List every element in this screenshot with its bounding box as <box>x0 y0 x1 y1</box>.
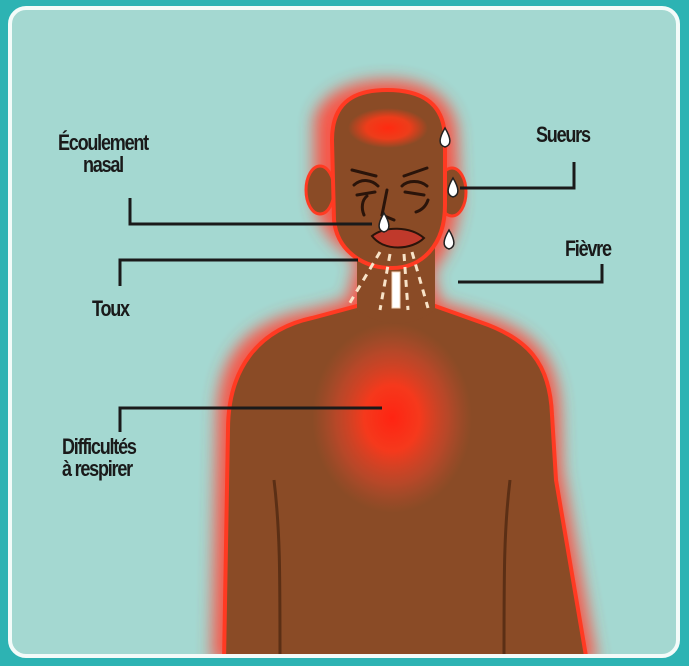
breathing-line-2: à respirer <box>62 458 136 480</box>
sweats-label: Sueurs <box>536 124 590 146</box>
human-figure-diagram <box>12 10 680 658</box>
fever-label: Fièvre <box>565 238 611 260</box>
fever-leader <box>458 264 602 282</box>
forehead-fever-spot <box>348 108 428 148</box>
sweats-leader <box>460 162 574 188</box>
infographic-card: Écoulement nasal Sueurs Fièvre Toux Diff… <box>8 6 680 658</box>
runny-nose-line-2: nasal <box>58 154 148 176</box>
breathing-line-1: Difficultés <box>62 436 136 458</box>
breathing-difficulty-label: Difficultés à respirer <box>62 436 136 480</box>
cough-label: Toux <box>92 298 129 320</box>
cough-leader <box>120 260 358 286</box>
runny-nose-line-1: Écoulement <box>58 132 148 154</box>
cough-bar <box>392 272 400 308</box>
chest-fever-spot <box>312 323 472 513</box>
runny-nose-label: Écoulement nasal <box>58 132 148 176</box>
